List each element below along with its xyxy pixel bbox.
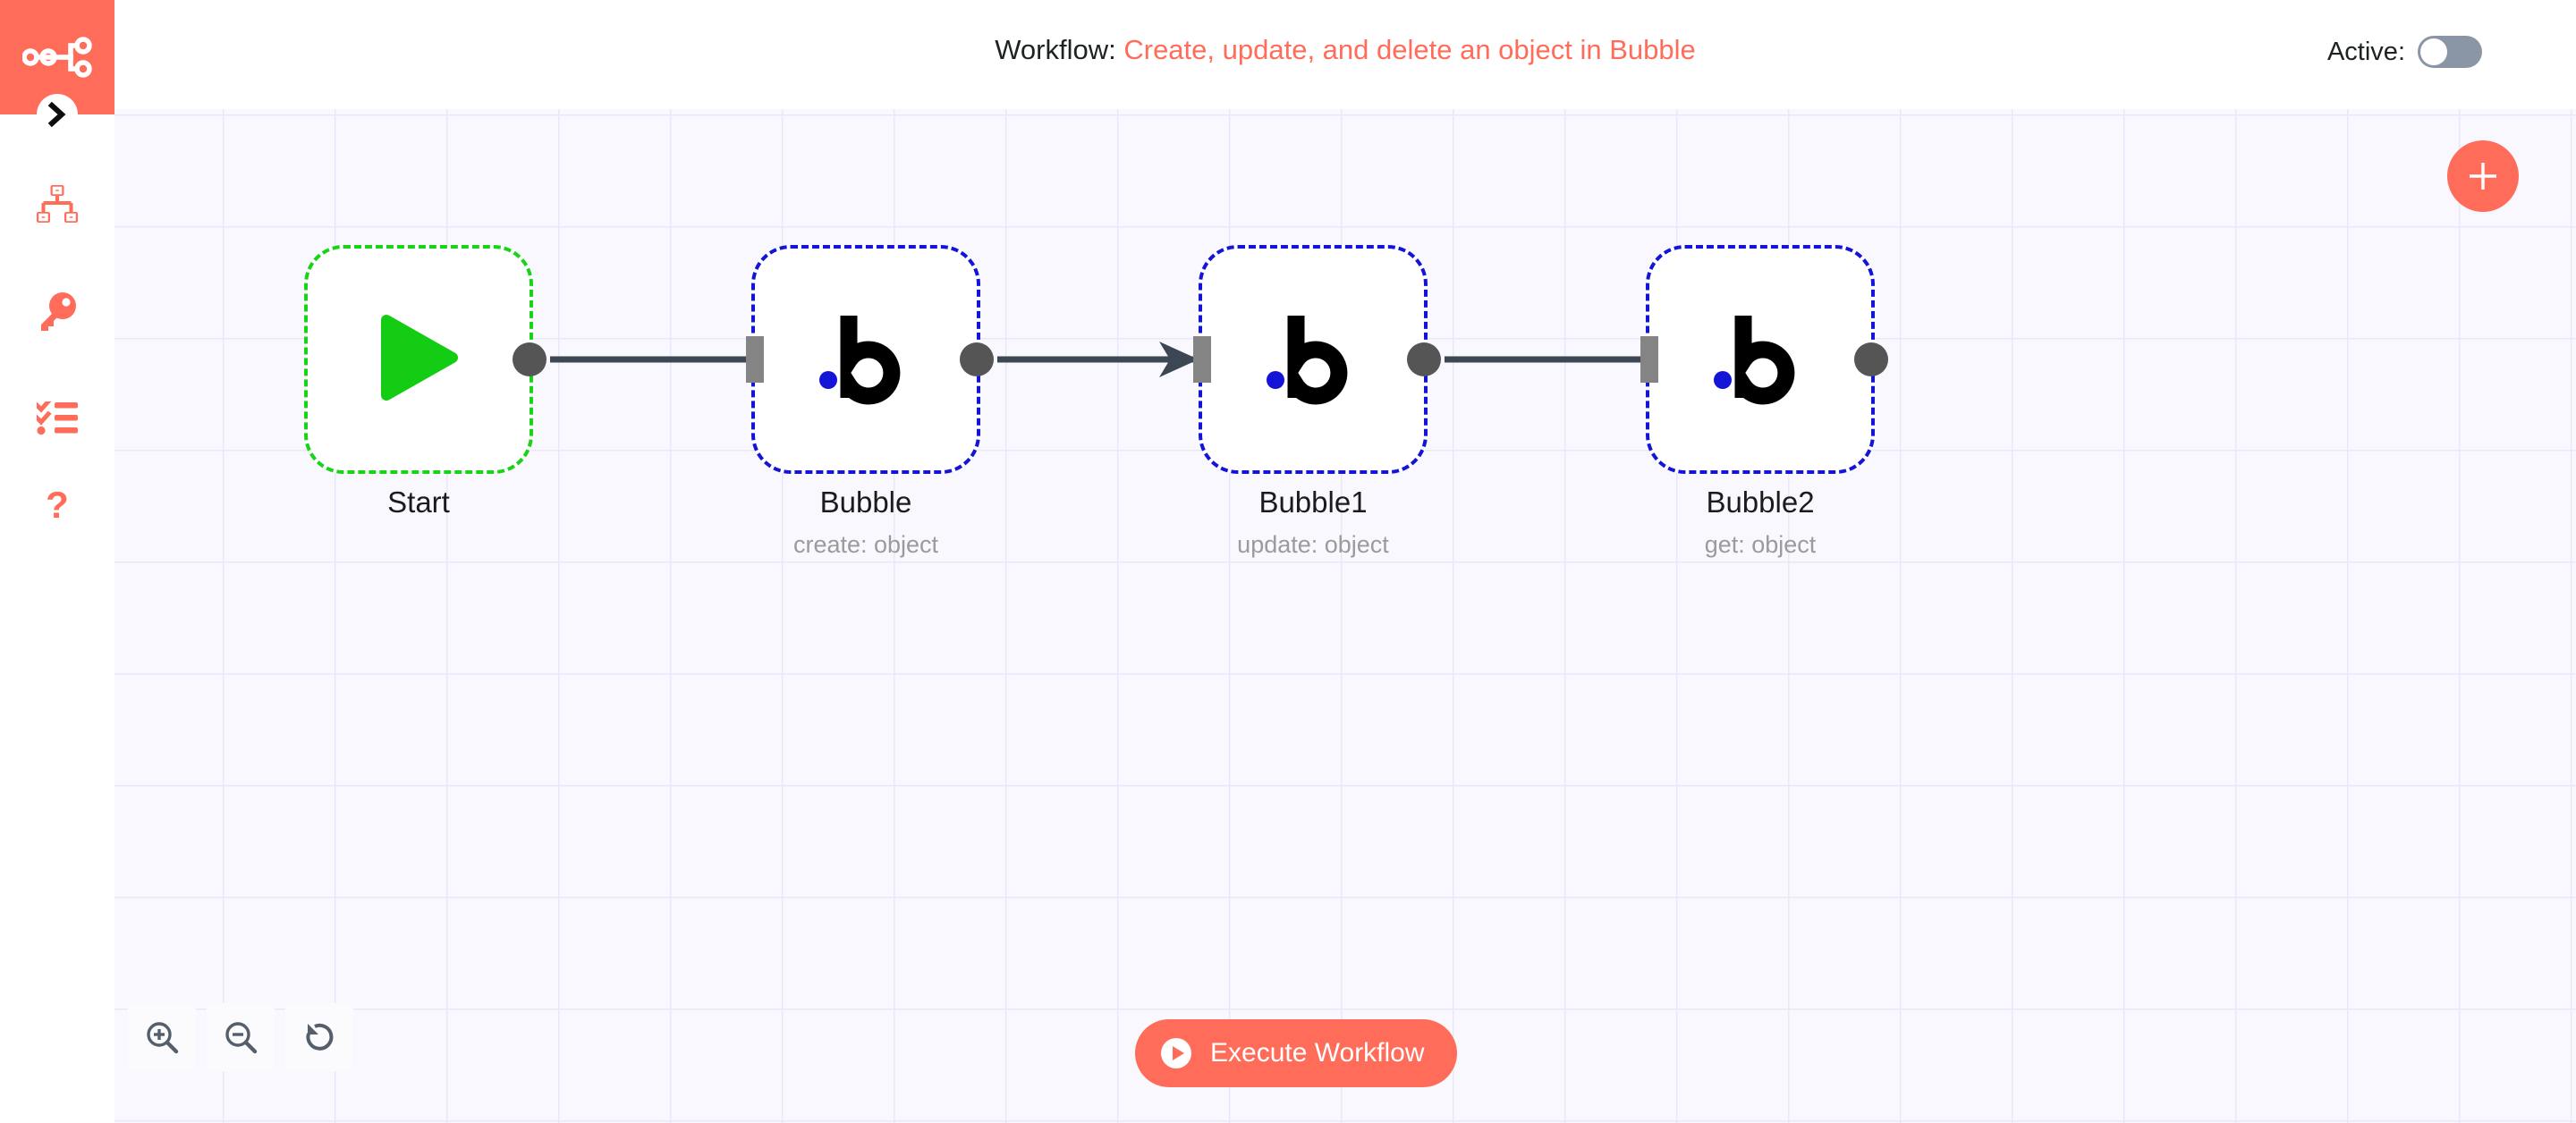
workflow-node-bubble2[interactable]: Bubble2 get: object [1640,245,1888,558]
reset-zoom-button[interactable] [285,1003,353,1071]
sidebar-item-credentials[interactable] [0,258,114,365]
workflow-node-bubble[interactable]: Bubble create: object [746,245,994,558]
workflow-canvas[interactable]: Start Bubble create: object [114,109,2576,1123]
workflow-node-bubble1[interactable]: Bubble1 update: object [1193,245,1441,558]
node-name-label: Bubble1 [1258,486,1368,519]
node-caption: Bubble1 update: object [1237,485,1389,560]
sidebar-item-help[interactable]: ? [0,454,114,562]
node-body[interactable] [1193,245,1441,474]
workflow-title-label: Workflow: [995,34,1116,65]
zoom-out-icon [224,1020,258,1054]
node-body[interactable] [304,245,547,474]
node-subtitle-label: create: object [792,531,939,558]
n8n-logo-icon [22,37,92,78]
node-input-endpoint[interactable] [1640,336,1658,383]
node-name-label: Bubble [819,486,912,519]
page-title: Workflow: Create, update, and delete an … [114,34,2576,66]
node-output-endpoint[interactable] [513,342,547,376]
node-body[interactable] [1640,245,1888,474]
active-label: Active: [2326,38,2405,66]
node-name-label: Bubble2 [1706,486,1815,519]
active-toggle-knob [2420,38,2447,65]
node-subtitle-label: update: object [1237,531,1389,558]
execute-workflow-label: Execute Workflow [1210,1038,1425,1068]
chevron-right-icon [47,102,67,127]
node-input-endpoint[interactable] [1193,336,1211,383]
sidebar: ? [0,0,114,1123]
sitemap-icon [37,185,78,223]
reset-zoom-icon [302,1020,336,1054]
node-name-label: Start [387,486,450,519]
zoom-in-icon [145,1020,179,1054]
plus-icon [2466,159,2500,193]
play-circle-icon [1158,1035,1194,1071]
workflow-title-name[interactable]: Create, update, and delete an object in … [1123,34,1696,65]
node-subtitle-label: get: object [1704,531,1817,558]
add-node-button[interactable] [2447,140,2519,212]
node-output-endpoint[interactable] [1854,342,1888,376]
svg-text:?: ? [46,487,69,526]
execute-workflow-button[interactable]: Execute Workflow [1135,1019,1457,1087]
bubble-b-icon [1260,305,1366,415]
sidebar-item-executions[interactable] [0,365,114,472]
bubble-b-icon [813,305,919,415]
tasks-list-icon [37,401,78,435]
workflow-active-area: Active: [2327,36,2482,68]
node-input-endpoint[interactable] [746,336,764,383]
workflow-header: Workflow: Create, update, and delete an … [114,0,2576,109]
zoom-out-button[interactable] [207,1003,275,1071]
sidebar-item-workflows[interactable] [0,150,114,258]
node-caption: Bubble create: object [793,485,938,560]
zoom-controls [128,1003,353,1071]
sidebar-expand-button[interactable] [37,94,78,135]
workflow-node-start[interactable]: Start [304,245,547,519]
node-output-endpoint[interactable] [1407,342,1441,376]
play-triangle-icon [379,314,458,405]
node-output-endpoint[interactable] [960,342,994,376]
sidebar-nav [0,150,114,472]
zoom-in-button[interactable] [128,1003,196,1071]
node-caption: Bubble2 get: object [1705,485,1817,560]
bubble-b-icon [1707,305,1813,415]
question-mark-icon: ? [43,487,72,528]
active-toggle[interactable] [2418,36,2482,68]
node-caption: Start [387,485,450,520]
key-icon [38,291,77,331]
node-body[interactable] [746,245,994,474]
